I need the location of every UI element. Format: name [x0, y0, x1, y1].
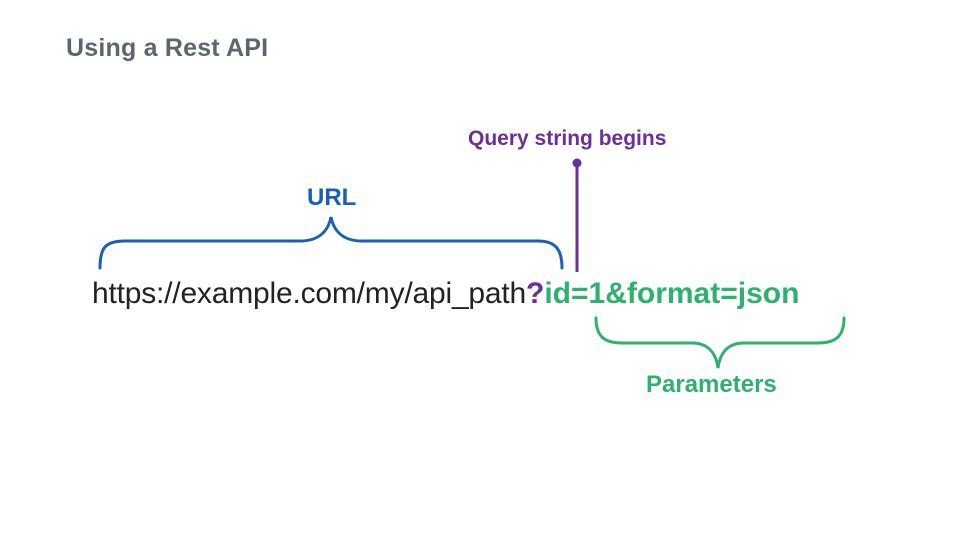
url-base: https://example.com/my/api_path	[92, 277, 527, 310]
url-label: URL	[307, 184, 357, 211]
parameters-label: Parameters	[646, 371, 777, 398]
params-brace	[594, 316, 846, 369]
query-mark: ?	[526, 277, 545, 310]
query-string-label: Query string begins	[468, 127, 667, 150]
url-brace	[98, 216, 564, 270]
example-url: https://example.com/my/api_path?id=1&for…	[92, 276, 799, 312]
query-params: id=1&format=json	[544, 277, 800, 310]
slide-title: Using a Rest API	[66, 34, 269, 62]
